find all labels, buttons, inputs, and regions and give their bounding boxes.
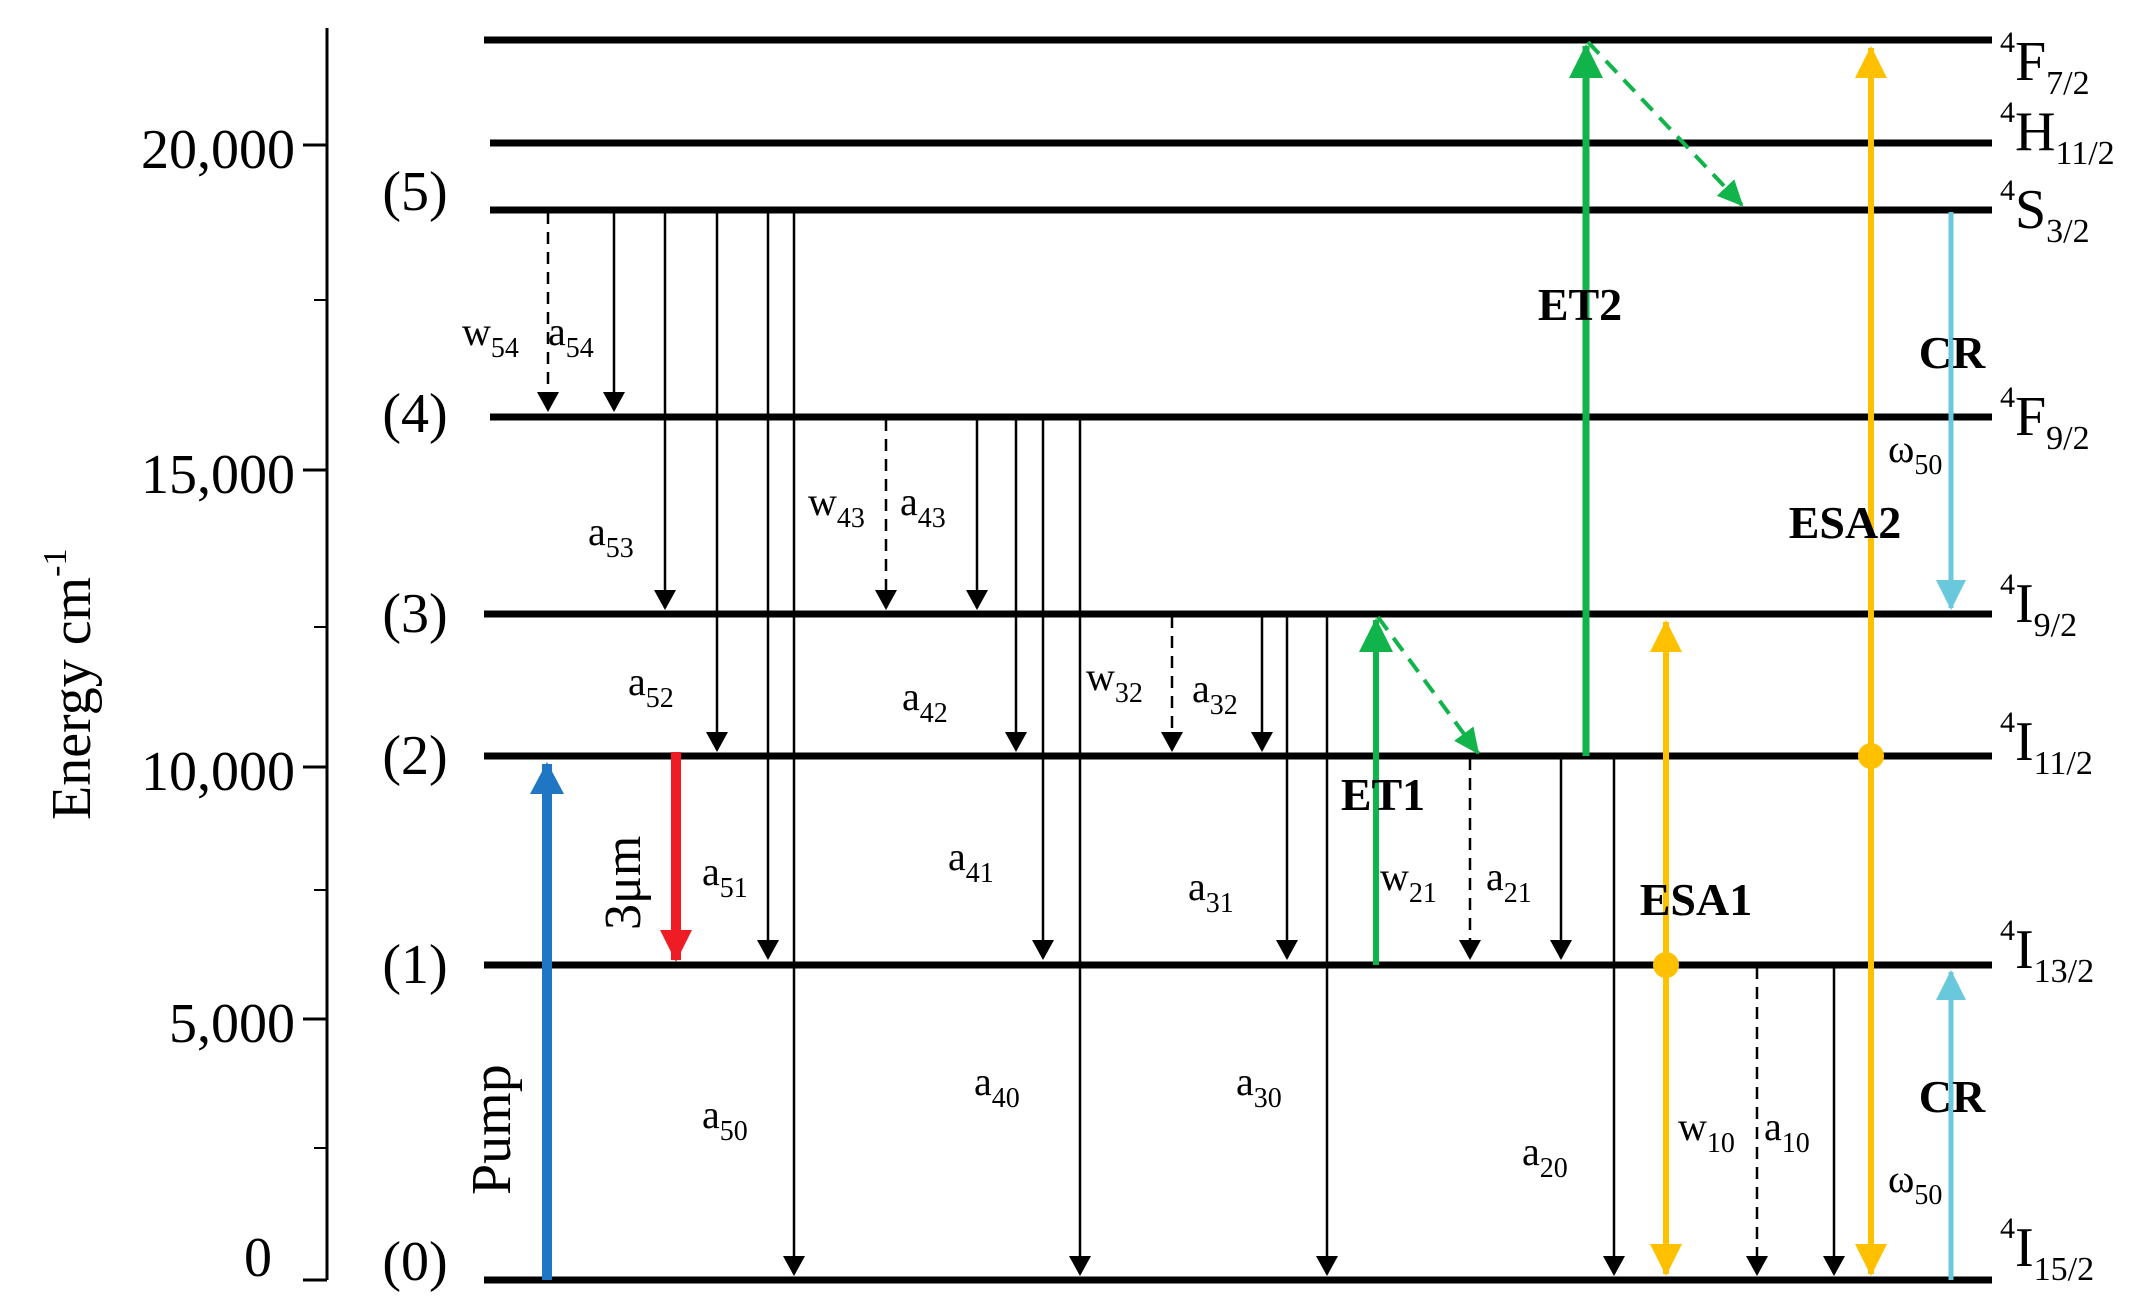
et2-label: ET2: [1538, 279, 1622, 330]
decay-arrows: [537, 212, 1845, 1276]
state-label-4I11-2: 4I11/2: [2000, 706, 2093, 782]
et2-dashed-arrow: [1586, 40, 1744, 207]
et1-label: ET1: [1341, 769, 1425, 820]
cr-upper-label: CR: [1919, 327, 1986, 378]
et1-dashed-arrow: [1376, 615, 1480, 755]
cr-lower-label: CR: [1919, 1071, 1986, 1122]
tick-label-10000: 10,000: [141, 741, 295, 803]
esa1-dot: [1653, 952, 1679, 978]
label-a32: a32: [1192, 666, 1238, 721]
label-w43: w43: [808, 479, 865, 534]
level-index-1: (1): [382, 934, 447, 996]
level-index-2: (2): [382, 725, 447, 787]
tick-label-15000: 15,000: [141, 444, 295, 506]
state-label-4H11-2: 4H11/2: [2000, 96, 2115, 172]
label-a20: a20: [1522, 1129, 1568, 1184]
label-w54: w54: [462, 309, 519, 364]
label-omega50-lower: ω50: [1888, 1156, 1942, 1211]
level-index-4: (4): [382, 383, 447, 445]
axis-title-text: Energy cm: [41, 577, 103, 820]
label-w10: w10: [1678, 1104, 1735, 1159]
label-w32: w32: [1086, 654, 1143, 709]
label-a31: a31: [1188, 864, 1234, 919]
tick-label-20000: 20,000: [141, 119, 295, 181]
label-w21: w21: [1380, 854, 1437, 909]
state-label-4I15-2: 4I15/2: [2000, 1212, 2094, 1288]
level-index-0: (0): [382, 1231, 447, 1293]
label-omega50-upper: ω50: [1888, 426, 1942, 481]
state-label-4I13-2: 4I13/2: [2000, 914, 2094, 990]
energy-levels: [484, 36, 1992, 1284]
label-a51: a51: [702, 849, 748, 904]
axis-title-superscript: -1: [37, 549, 74, 577]
level-index-5: (5): [382, 161, 447, 223]
label-a42: a42: [902, 674, 948, 729]
state-label-4S3-2: 4S3/2: [2000, 174, 2090, 250]
state-label-4F7-2: 4F7/2: [2000, 26, 2090, 102]
axis-title: Energy cm-1: [37, 549, 103, 820]
state-label-4F9-2: 4F9/2: [2000, 381, 2090, 457]
label-a53: a53: [588, 509, 634, 564]
tick-label-0: 0: [244, 1227, 272, 1289]
label-a54: a54: [548, 309, 594, 364]
tick-label-5000: 5,000: [169, 993, 295, 1055]
label-a30: a30: [1236, 1059, 1282, 1114]
label-a21: a21: [1486, 854, 1532, 909]
state-label-4I9-2: 4I9/2: [2000, 568, 2077, 644]
energy-axis: 20,000 15,000 10,000 5,000 0 Energy cm-1: [37, 28, 329, 1289]
label-a43: a43: [900, 479, 946, 534]
pump-label: Pump: [461, 1064, 523, 1195]
level-index-3: (3): [382, 583, 447, 645]
label-a40: a40: [974, 1059, 1020, 1114]
label-a52: a52: [628, 659, 674, 714]
emission-3um-label: 3μm: [595, 836, 652, 930]
label-a10: a10: [1764, 1104, 1810, 1159]
esa1-label: ESA1: [1640, 874, 1752, 925]
esa2-dot: [1858, 743, 1884, 769]
esa2-label: ESA2: [1789, 497, 1901, 548]
label-a50: a50: [702, 1092, 748, 1147]
label-a41: a41: [948, 834, 994, 889]
